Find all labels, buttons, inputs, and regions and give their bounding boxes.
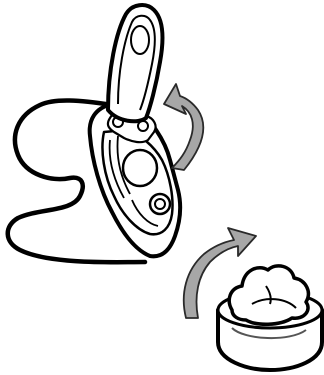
insert-arrow-icon	[182, 227, 257, 319]
cleaning-pad	[216, 264, 324, 372]
connector-inner	[154, 198, 166, 210]
battery-door-latch	[130, 25, 150, 55]
pad-puff-fold	[251, 285, 297, 309]
battery-door	[106, 3, 165, 124]
tubing-loop	[5, 98, 148, 265]
open-door-arrow-icon	[163, 83, 205, 171]
battery-slot	[121, 148, 159, 188]
pad-puff	[227, 264, 311, 326]
battery-door-panel	[117, 14, 156, 111]
pad-shadow	[231, 327, 307, 339]
housing-detail	[108, 135, 159, 227]
